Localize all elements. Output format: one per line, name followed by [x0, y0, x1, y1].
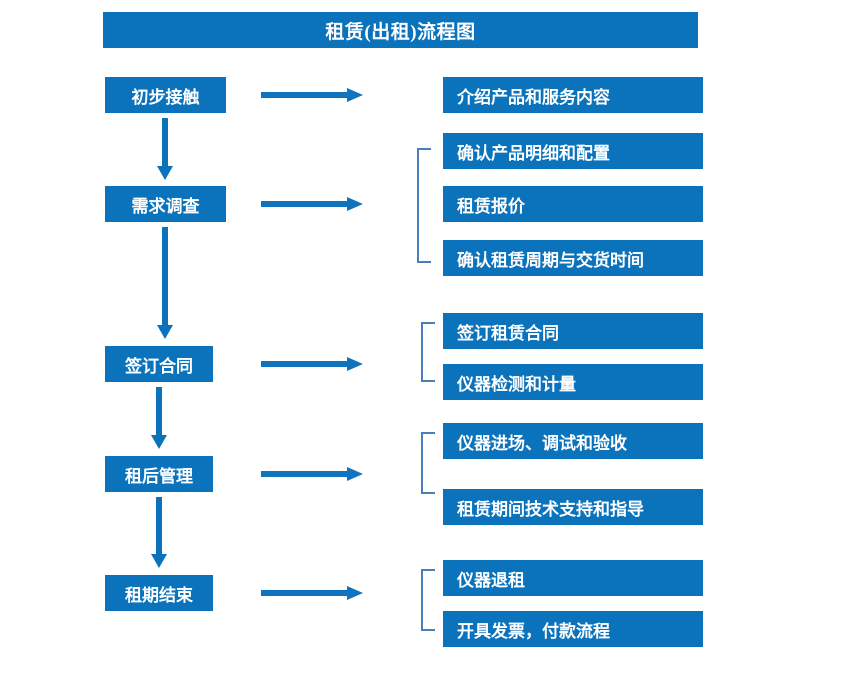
brace-left-icon-stage-5 — [421, 569, 435, 631]
brace-left-icon-stage-3 — [421, 322, 435, 382]
brace-left-icon-stage-4 — [421, 432, 435, 494]
detail-box-确认产品明细和配置[interactable]: 确认产品明细和配置 — [443, 133, 703, 169]
detail-box-租赁报价[interactable]: 租赁报价 — [443, 186, 703, 222]
arrow-down-icon — [157, 227, 173, 339]
detail-box-开具发票付款流程[interactable]: 开具发票，付款流程 — [443, 611, 703, 647]
arrow-down-icon — [157, 118, 173, 180]
detail-box-仪器进场调试和验收[interactable]: 仪器进场、调试和验收 — [443, 423, 703, 459]
detail-box-租赁期间技术支持和指导[interactable]: 租赁期间技术支持和指导 — [443, 489, 703, 525]
stage-node-租期结束[interactable]: 租期结束 — [105, 575, 213, 611]
diagram-title: 租赁(出租)流程图 — [103, 12, 698, 48]
arrow-right-icon — [261, 197, 363, 211]
brace-left-icon-stage-2 — [417, 148, 431, 263]
arrow-right-icon — [261, 586, 363, 600]
detail-box-仪器检测和计量[interactable]: 仪器检测和计量 — [443, 364, 703, 400]
stage-node-初步接触[interactable]: 初步接触 — [105, 77, 226, 113]
arrow-right-icon — [261, 88, 363, 102]
stage-node-需求调查[interactable]: 需求调查 — [105, 186, 226, 222]
detail-box-介绍产品和服务内容[interactable]: 介绍产品和服务内容 — [443, 77, 703, 113]
detail-box-签订租赁合同[interactable]: 签订租赁合同 — [443, 313, 703, 349]
arrow-down-icon — [151, 387, 167, 449]
arrow-down-icon — [151, 497, 167, 568]
detail-box-仪器退租[interactable]: 仪器退租 — [443, 560, 703, 596]
detail-box-确认租赁周期与交货时间[interactable]: 确认租赁周期与交货时间 — [443, 240, 703, 276]
stage-node-签订合同[interactable]: 签订合同 — [105, 346, 213, 382]
arrow-right-icon — [261, 467, 363, 481]
stage-node-租后管理[interactable]: 租后管理 — [105, 456, 213, 492]
arrow-right-icon — [261, 357, 363, 371]
